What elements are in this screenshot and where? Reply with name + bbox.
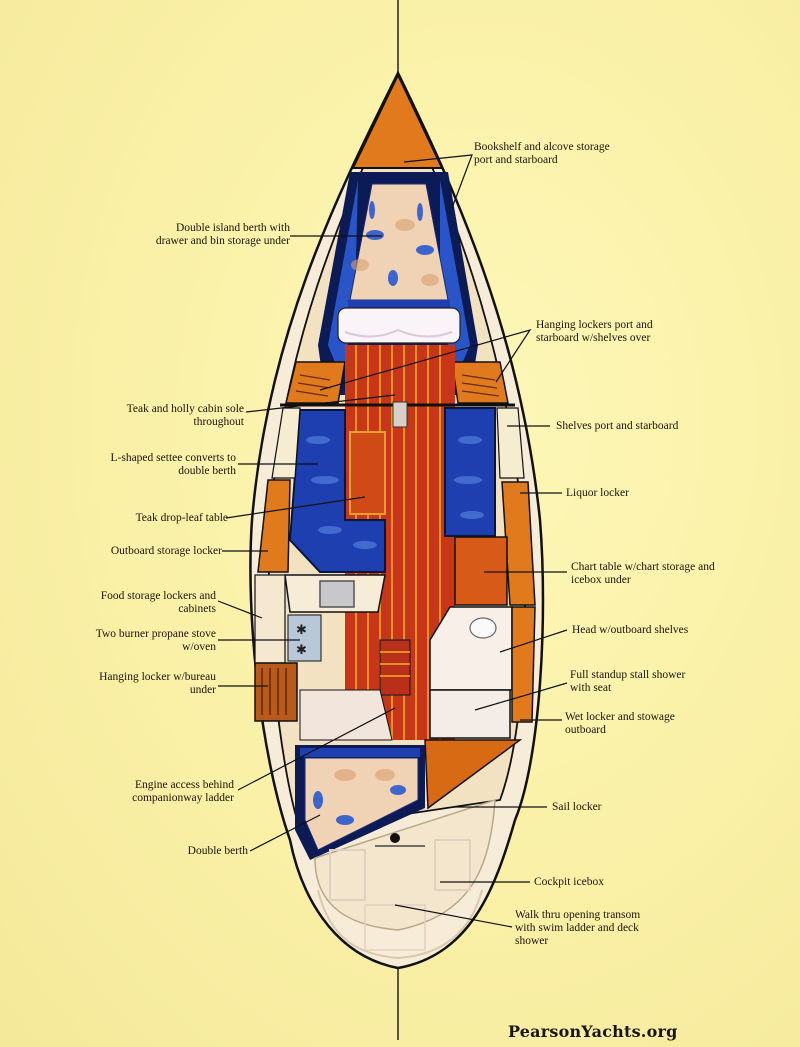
label-hanging-locker-bureau: Hanging locker w/bureau under <box>99 671 216 696</box>
steering-pedestal <box>390 833 400 843</box>
label-engine-access: Engine access behind companionway ladder <box>132 779 234 804</box>
bow-locker <box>351 72 444 169</box>
leader-lines <box>217 154 568 928</box>
label-stove: Two burner propane stove w/oven <box>95 628 216 653</box>
toilet <box>469 617 497 639</box>
hanging-locker-starboard <box>451 361 509 404</box>
shelves-port <box>271 407 301 479</box>
outboard-storage-locker <box>257 479 291 573</box>
label-double-berth: Double berth <box>187 845 248 857</box>
companionway-ladder <box>379 639 411 696</box>
label-drop-leaf-table: Teak drop-leaf table <box>135 512 228 524</box>
label-transom: Walk thru opening transom with swim ladd… <box>515 909 641 947</box>
cockpit <box>314 798 496 931</box>
label-cockpit-icebox: Cockpit icebox <box>534 876 604 888</box>
floral-pattern <box>366 201 434 286</box>
label-hanging-lockers: Hanging lockers port and starboard w/she… <box>536 319 653 344</box>
label-shower: Full standup stall shower with seat <box>570 669 686 694</box>
hanging-locker-bureau <box>254 662 298 722</box>
hanging-locker-port <box>285 361 346 404</box>
burner-icon: ✱ <box>296 623 307 638</box>
label-liquor-locker: Liquor locker <box>566 487 629 499</box>
burner-icon: ✱ <box>296 643 307 658</box>
label-chart-table: Chart table w/chart storage and icebox u… <box>571 561 715 586</box>
label-head: Head w/outboard shelves <box>572 624 689 636</box>
aft-double-berth <box>304 757 419 851</box>
label-island-berth: Double island berth with drawer and bin … <box>155 222 290 247</box>
label-sail-locker: Sail locker <box>552 801 602 813</box>
galley-sink <box>319 580 355 608</box>
label-settee: L-shaped settee converts to double berth <box>110 452 237 477</box>
propane-stove <box>287 614 322 662</box>
food-storage-lockers <box>254 574 286 664</box>
drop-leaf-table <box>349 431 386 515</box>
cockpit-seat-port <box>329 849 366 901</box>
swim-platform <box>317 889 483 960</box>
v-berth-pillows <box>337 307 461 344</box>
label-food-storage: Food storage lockers and cabinets <box>100 590 216 615</box>
chart-table <box>454 536 508 606</box>
mast-step <box>392 401 408 428</box>
label-wet-locker: Wet locker and stowage outboard <box>565 711 675 736</box>
settee-port <box>288 409 386 573</box>
shower-stall <box>429 689 511 739</box>
head-compartment <box>429 606 513 691</box>
wet-locker <box>511 606 536 723</box>
watermark: PearsonYachts.org <box>508 1022 678 1041</box>
label-shelves: Shelves port and starboard <box>556 420 679 432</box>
label-cabin-sole: Teak and holly cabin sole throughout <box>126 403 244 428</box>
label-outboard-storage: Outboard storage locker <box>110 545 222 557</box>
cockpit-icebox <box>434 839 471 891</box>
label-bookshelf: Bookshelf and alcove storage port and st… <box>474 141 610 166</box>
sail-locker <box>424 739 523 810</box>
